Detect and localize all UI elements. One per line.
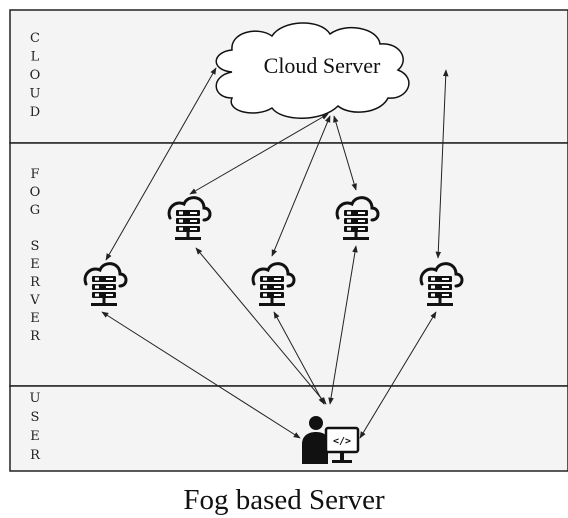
link-user-fog-3 [273, 311, 325, 405]
svg-text:</>: </> [333, 436, 351, 447]
link-cloud-fog-5 [435, 69, 449, 259]
link-cloud-fog-4 [333, 115, 357, 191]
link-user-fog-4 [328, 245, 358, 405]
fog-layer [9, 142, 568, 387]
cloud-server-label: Cloud Server [264, 53, 381, 78]
link-cloud-fog-1 [105, 67, 217, 261]
link-user-fog-5 [359, 311, 437, 439]
cloud-icon [215, 22, 410, 119]
user-layer [9, 385, 568, 472]
diagram-caption: Fog based Server [183, 484, 385, 516]
link-cloud-fog-3 [271, 115, 331, 257]
connection-lines [101, 67, 449, 439]
user-workstation-icon: </> [302, 416, 360, 464]
